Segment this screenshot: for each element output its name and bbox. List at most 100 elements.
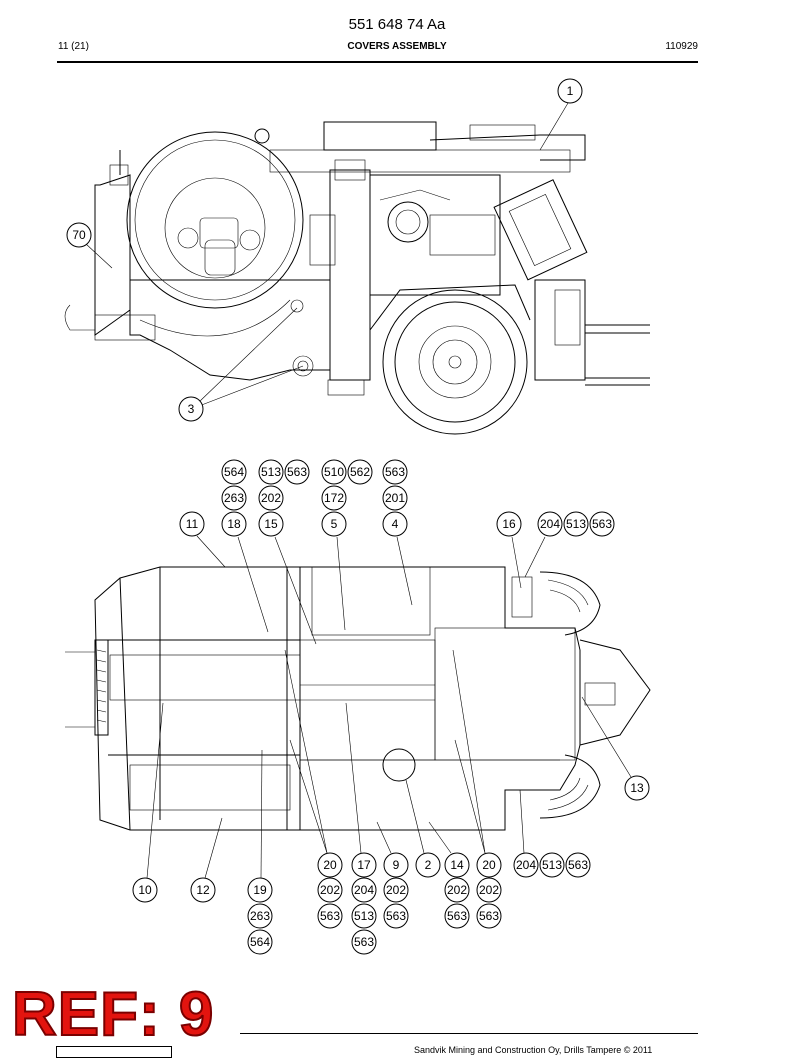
document-title: COVERS ASSEMBLY [347, 41, 447, 52]
callout-202-d: 202 [444, 877, 470, 903]
svg-text:513: 513 [261, 465, 281, 479]
callout-202-a: 202 [258, 485, 284, 511]
svg-text:563: 563 [320, 909, 340, 923]
svg-text:563: 563 [354, 935, 374, 949]
callout-20-b: 20 [476, 852, 502, 878]
copyright-text: Sandvik Mining and Construction Oy, Dril… [414, 1045, 653, 1055]
callout-563-h: 563 [476, 903, 502, 929]
svg-text:204: 204 [516, 858, 536, 872]
callout-563-i: 563 [351, 929, 377, 955]
svg-text:19: 19 [253, 883, 267, 897]
svg-text:12: 12 [196, 883, 210, 897]
footer-rule [240, 1033, 698, 1034]
callout-201: 201 [382, 485, 408, 511]
svg-text:9: 9 [393, 858, 400, 872]
callout-563-g: 563 [444, 903, 470, 929]
callout-513-c: 513 [539, 852, 565, 878]
callout-19: 19 [247, 877, 273, 903]
svg-text:202: 202 [261, 491, 281, 505]
svg-text:18: 18 [227, 517, 241, 531]
callout-204-c: 204 [351, 877, 377, 903]
svg-text:202: 202 [386, 883, 406, 897]
header-rule [57, 61, 698, 63]
callout-513-d: 513 [351, 903, 377, 929]
svg-text:5: 5 [331, 517, 338, 531]
svg-text:563: 563 [447, 909, 467, 923]
callout-15: 15 [258, 511, 284, 537]
callout-14: 14 [444, 852, 470, 878]
svg-text:2: 2 [425, 858, 432, 872]
callout-1: 1 [557, 78, 583, 104]
svg-text:17: 17 [357, 858, 371, 872]
svg-text:263: 263 [224, 491, 244, 505]
svg-text:202: 202 [447, 883, 467, 897]
callout-16: 16 [496, 511, 522, 537]
svg-text:564: 564 [250, 935, 270, 949]
svg-text:513: 513 [566, 517, 586, 531]
callout-563-d: 563 [565, 852, 591, 878]
svg-text:202: 202 [320, 883, 340, 897]
ref-stamp: REF: 9 [11, 980, 215, 1049]
svg-text:513: 513 [542, 858, 562, 872]
callout-204-a: 204 [537, 511, 563, 537]
callout-172: 172 [321, 485, 347, 511]
svg-text:14: 14 [450, 858, 464, 872]
callout-564-b: 564 [247, 929, 273, 955]
sandvik-logo [56, 1046, 172, 1058]
svg-text:563: 563 [592, 517, 612, 531]
callout-202-c: 202 [383, 877, 409, 903]
svg-text:564: 564 [224, 465, 244, 479]
callout-564-a: 564 [221, 459, 247, 485]
callout-510: 510 [321, 459, 347, 485]
svg-text:563: 563 [568, 858, 588, 872]
callout-563-a: 563 [284, 459, 310, 485]
top-view-leaders [146, 535, 632, 879]
svg-text:1: 1 [567, 84, 574, 98]
svg-text:3: 3 [188, 402, 195, 416]
callout-12: 12 [190, 877, 216, 903]
callout-562: 562 [347, 459, 373, 485]
svg-text:20: 20 [482, 858, 496, 872]
callout-20-a: 20 [317, 852, 343, 878]
document-number: 551 648 74 Aa [348, 16, 446, 33]
callout-563-e: 563 [317, 903, 343, 929]
callout-204-b: 204 [513, 852, 539, 878]
svg-text:20: 20 [323, 858, 337, 872]
callout-13: 13 [624, 775, 650, 801]
callout-17: 17 [351, 852, 377, 878]
side-view-drawing [64, 121, 650, 435]
callout-10: 10 [132, 877, 158, 903]
callout-70: 70 [66, 222, 92, 248]
svg-text:563: 563 [479, 909, 499, 923]
svg-text:172: 172 [324, 491, 344, 505]
callout-3: 3 [178, 396, 204, 422]
callout-563-f: 563 [383, 903, 409, 929]
svg-text:15: 15 [264, 517, 278, 531]
callout-11: 11 [179, 511, 205, 537]
callout-202-b: 202 [317, 877, 343, 903]
page-index: 11 (21) [58, 41, 89, 52]
svg-text:562: 562 [350, 465, 370, 479]
callout-513-b: 513 [563, 511, 589, 537]
date-code: 110929 [665, 41, 698, 52]
callout-9: 9 [383, 852, 409, 878]
callout-563-b: 563 [382, 459, 408, 485]
callout-263-b: 263 [247, 903, 273, 929]
svg-text:10: 10 [138, 883, 152, 897]
callout-4: 4 [382, 511, 408, 537]
svg-text:263: 263 [250, 909, 270, 923]
svg-text:13: 13 [630, 781, 644, 795]
svg-text:16: 16 [502, 517, 516, 531]
side-view-leaders [85, 102, 569, 407]
callout-2: 2 [415, 852, 441, 878]
svg-text:204: 204 [354, 883, 374, 897]
callout-513-a: 513 [258, 459, 284, 485]
svg-text:563: 563 [386, 909, 406, 923]
top-view-drawing [65, 566, 651, 831]
callout-263-a: 263 [221, 485, 247, 511]
svg-text:563: 563 [287, 465, 307, 479]
svg-text:563: 563 [385, 465, 405, 479]
svg-text:202: 202 [479, 883, 499, 897]
svg-text:70: 70 [72, 228, 86, 242]
